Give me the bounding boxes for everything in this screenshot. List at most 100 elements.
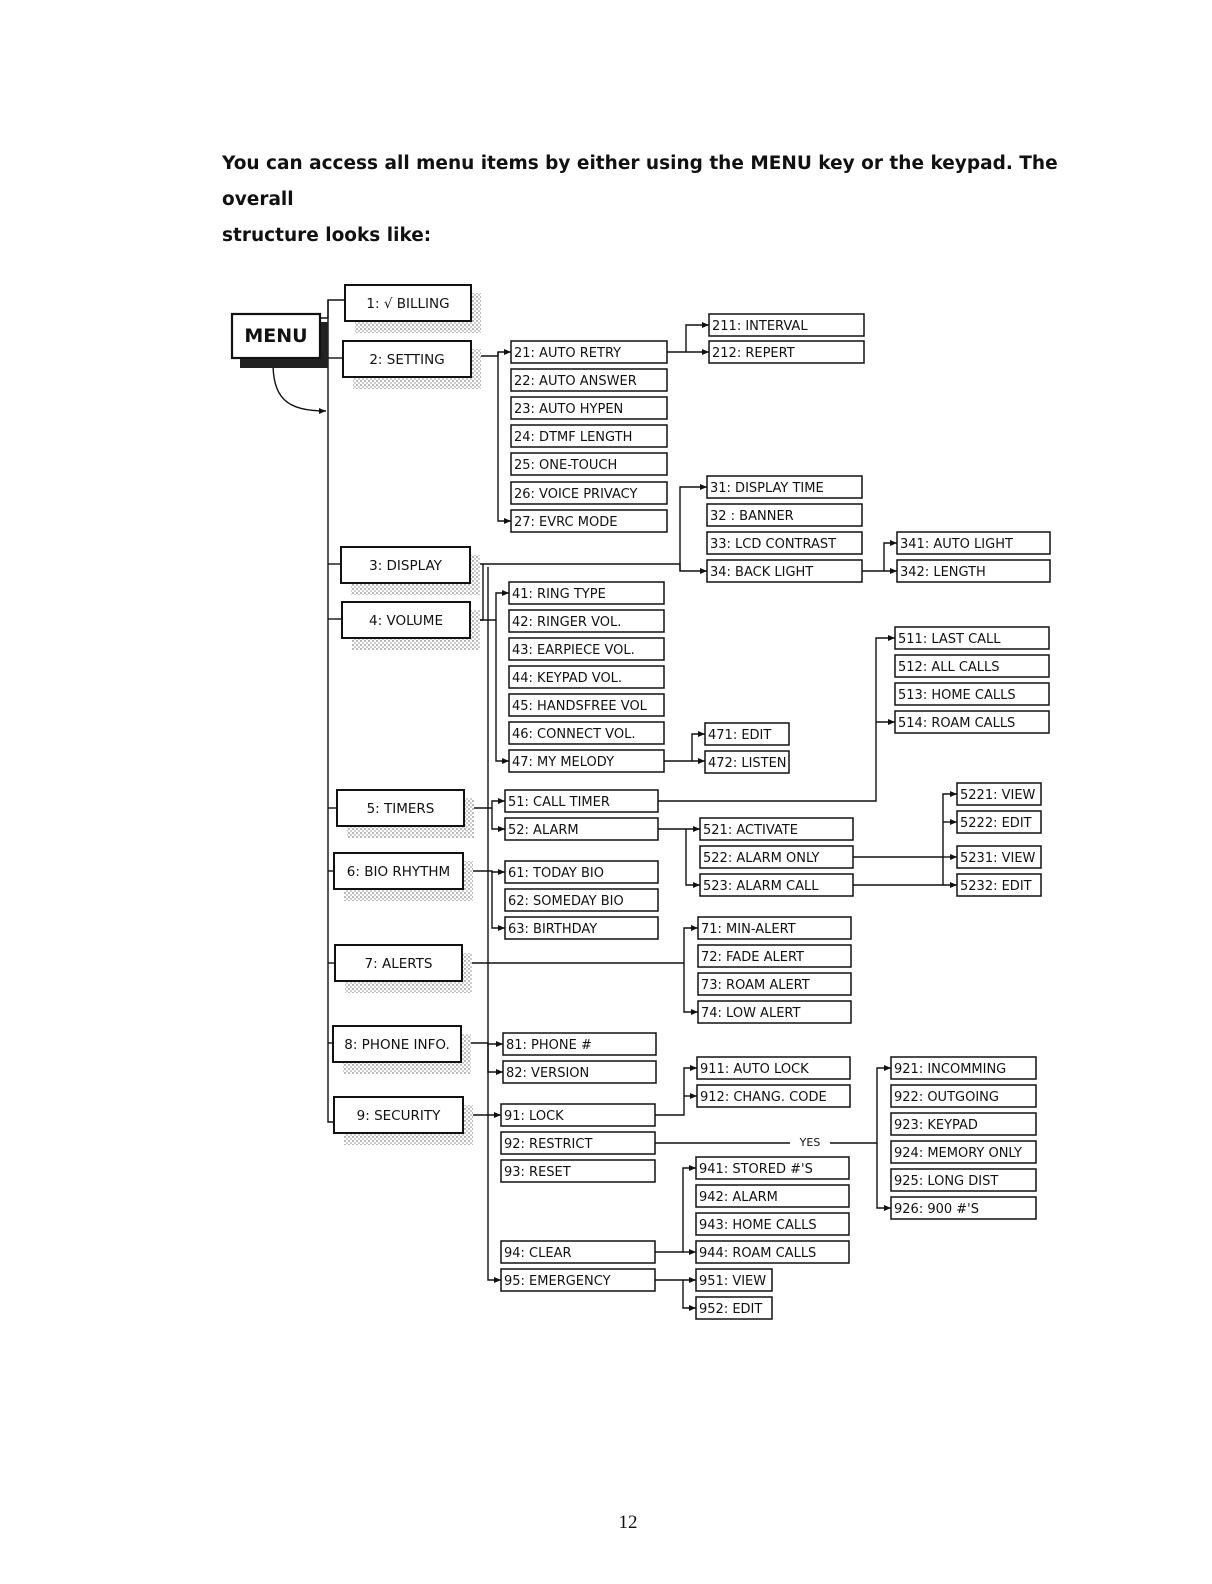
- branch-box-b2[interactable]: 2: SETTING: [342, 340, 481, 389]
- menu-item-label-952: 952: EDIT: [699, 1302, 762, 1317]
- branch-box-b6[interactable]: 6: BIO RHYTHM: [333, 852, 473, 901]
- menu-item-label-923: 923: KEYPAD: [894, 1118, 978, 1133]
- menu-item-922[interactable]: 922: OUTGOING: [890, 1084, 1037, 1108]
- menu-item-951[interactable]: 951: VIEW: [695, 1268, 773, 1292]
- menu-item-34[interactable]: 34: BACK LIGHT: [706, 559, 863, 583]
- menu-item-42[interactable]: 42: RINGER VOL.: [508, 609, 665, 633]
- menu-item-911[interactable]: 911: AUTO LOCK: [696, 1056, 851, 1080]
- connector-line: [487, 1115, 501, 1283]
- menu-item-24[interactable]: 24: DTMF LENGTH: [510, 424, 668, 448]
- menu-item-952[interactable]: 952: EDIT: [695, 1296, 773, 1320]
- menu-item-41[interactable]: 41: RING TYPE: [508, 581, 665, 605]
- menu-item-81[interactable]: 81: PHONE #: [502, 1032, 657, 1056]
- menu-item-52[interactable]: 52: ALARM: [504, 817, 659, 841]
- menu-item-943[interactable]: 943: HOME CALLS: [695, 1212, 850, 1236]
- menu-item-46[interactable]: 46: CONNECT VOL.: [508, 721, 665, 745]
- branch-box-b8[interactable]: 8: PHONE INFO.: [332, 1025, 471, 1074]
- menu-item-211[interactable]: 211: INTERVAL: [708, 313, 865, 337]
- connector-line: [487, 1044, 503, 1075]
- menu-item-label-93: 93: RESET: [504, 1165, 571, 1180]
- menu-item-label-61: 61: TODAY BIO: [508, 866, 604, 881]
- menu-item-63[interactable]: 63: BIRTHDAY: [504, 916, 659, 940]
- branch-box-b3[interactable]: 3: DISPLAY: [340, 546, 480, 595]
- menu-item-62[interactable]: 62: SOMEDAY BIO: [504, 888, 659, 912]
- menu-item-label-944: 944: ROAM CALLS: [699, 1246, 816, 1261]
- branch-box-b9[interactable]: 9: SECURITY: [333, 1096, 473, 1145]
- menu-item-26[interactable]: 26: VOICE PRIVACY: [510, 481, 668, 505]
- menu-item-471[interactable]: 471: EDIT: [704, 722, 790, 746]
- menu-item-513[interactable]: 513: HOME CALLS: [894, 682, 1050, 706]
- menu-item-23[interactable]: 23: AUTO HYPEN: [510, 396, 668, 420]
- connector-line: [491, 808, 505, 832]
- branch-box-b1[interactable]: 1: √ BILLING: [344, 284, 481, 333]
- menu-item-label-522: 522: ALARM ONLY: [703, 851, 820, 866]
- menu-item-942[interactable]: 942: ALARM: [695, 1184, 850, 1208]
- menu-item-5231[interactable]: 5231: VIEW: [956, 845, 1042, 869]
- menu-item-212[interactable]: 212: REPERT: [708, 340, 865, 364]
- menu-item-label-62: 62: SOMEDAY BIO: [508, 894, 624, 909]
- menu-item-47[interactable]: 47: MY MELODY: [508, 749, 665, 773]
- branch-box-b7[interactable]: 7: ALERTS: [334, 944, 472, 993]
- menu-item-523[interactable]: 523: ALARM CALL: [699, 873, 854, 897]
- menu-item-5232[interactable]: 5232: EDIT: [956, 873, 1042, 897]
- menu-item-32[interactable]: 32 : BANNER: [706, 503, 863, 527]
- menu-item-912[interactable]: 912: CHANG. CODE: [696, 1084, 851, 1108]
- menu-item-94[interactable]: 94: CLEAR: [500, 1240, 656, 1264]
- menu-item-92[interactable]: 92: RESTRICT: [500, 1131, 656, 1155]
- menu-item-43[interactable]: 43: EARPIECE VOL.: [508, 637, 665, 661]
- connector-line: [883, 540, 897, 571]
- menu-item-61[interactable]: 61: TODAY BIO: [504, 860, 659, 884]
- branch-label-b2: 2: SETTING: [369, 352, 444, 368]
- menu-item-341[interactable]: 341: AUTO LIGHT: [896, 531, 1051, 555]
- connector-line: [658, 635, 895, 802]
- menu-item-342[interactable]: 342: LENGTH: [896, 559, 1051, 583]
- menu-item-44[interactable]: 44: KEYPAD VOL.: [508, 665, 665, 689]
- menu-item-label-925: 925: LONG DIST: [894, 1174, 998, 1189]
- menu-item-5221[interactable]: 5221: VIEW: [956, 782, 1042, 806]
- branch-box-b5[interactable]: 5: TIMERS: [336, 789, 474, 838]
- menu-item-73[interactable]: 73: ROAM ALERT: [697, 972, 852, 996]
- menu-item-82[interactable]: 82: VERSION: [502, 1060, 657, 1084]
- menu-item-label-27: 27: EVRC MODE: [514, 515, 617, 530]
- menu-item-51[interactable]: 51: CALL TIMER: [504, 789, 659, 813]
- menu-item-33[interactable]: 33: LCD CONTRAST: [706, 531, 863, 555]
- menu-item-511[interactable]: 511: LAST CALL: [894, 626, 1050, 650]
- menu-item-93[interactable]: 93: RESET: [500, 1159, 656, 1183]
- connector-line: [853, 791, 957, 858]
- menu-item-21[interactable]: 21: AUTO RETRY: [510, 340, 668, 364]
- menu-item-label-21: 21: AUTO RETRY: [514, 346, 621, 361]
- menu-item-472[interactable]: 472: LISTEN: [704, 750, 790, 774]
- menu-item-923[interactable]: 923: KEYPAD: [890, 1112, 1037, 1136]
- menu-item-45[interactable]: 45: HANDSFREE VOL: [508, 693, 665, 717]
- menu-item-944[interactable]: 944: ROAM CALLS: [695, 1240, 850, 1264]
- menu-entry-arrow: [272, 357, 327, 414]
- menu-item-925[interactable]: 925: LONG DIST: [890, 1168, 1037, 1192]
- menu-item-924[interactable]: 924: MEMORY ONLY: [890, 1140, 1037, 1164]
- menu-item-941[interactable]: 941: STORED #'S: [695, 1156, 850, 1180]
- menu-item-71[interactable]: 71: MIN-ALERT: [697, 916, 852, 940]
- menu-item-label-81: 81: PHONE #: [506, 1038, 592, 1053]
- menu-item-514[interactable]: 514: ROAM CALLS: [894, 710, 1050, 734]
- menu-item-label-523: 523: ALARM CALL: [703, 879, 819, 894]
- connector-line: [683, 963, 698, 1015]
- branch-box-b4[interactable]: 4: VOLUME: [341, 601, 480, 650]
- menu-item-27[interactable]: 27: EVRC MODE: [510, 509, 668, 533]
- menu-item-label-72: 72: FADE ALERT: [701, 950, 804, 965]
- menu-item-label-212: 212: REPERT: [712, 346, 795, 361]
- menu-item-522[interactable]: 522: ALARM ONLY: [699, 845, 854, 869]
- menu-item-31[interactable]: 31: DISPLAY TIME: [706, 475, 863, 499]
- menu-item-521[interactable]: 521: ACTIVATE: [699, 817, 854, 841]
- menu-item-label-73: 73: ROAM ALERT: [701, 978, 810, 993]
- menu-item-512[interactable]: 512: ALL CALLS: [894, 654, 1050, 678]
- menu-item-label-24: 24: DTMF LENGTH: [514, 430, 632, 445]
- menu-item-926[interactable]: 926: 900 #'S: [890, 1196, 1037, 1220]
- menu-item-22[interactable]: 22: AUTO ANSWER: [510, 368, 668, 392]
- menu-item-25[interactable]: 25: ONE-TOUCH: [510, 452, 668, 476]
- intro-line-1: You can access all menu items by either …: [222, 153, 1058, 210]
- menu-item-921[interactable]: 921: INCOMMING: [890, 1056, 1037, 1080]
- menu-item-91[interactable]: 91: LOCK: [500, 1103, 656, 1127]
- menu-item-95[interactable]: 95: EMERGENCY: [500, 1268, 656, 1292]
- menu-item-72[interactable]: 72: FADE ALERT: [697, 944, 852, 968]
- menu-item-5222[interactable]: 5222: EDIT: [956, 810, 1042, 834]
- menu-item-74[interactable]: 74: LOW ALERT: [697, 1000, 852, 1024]
